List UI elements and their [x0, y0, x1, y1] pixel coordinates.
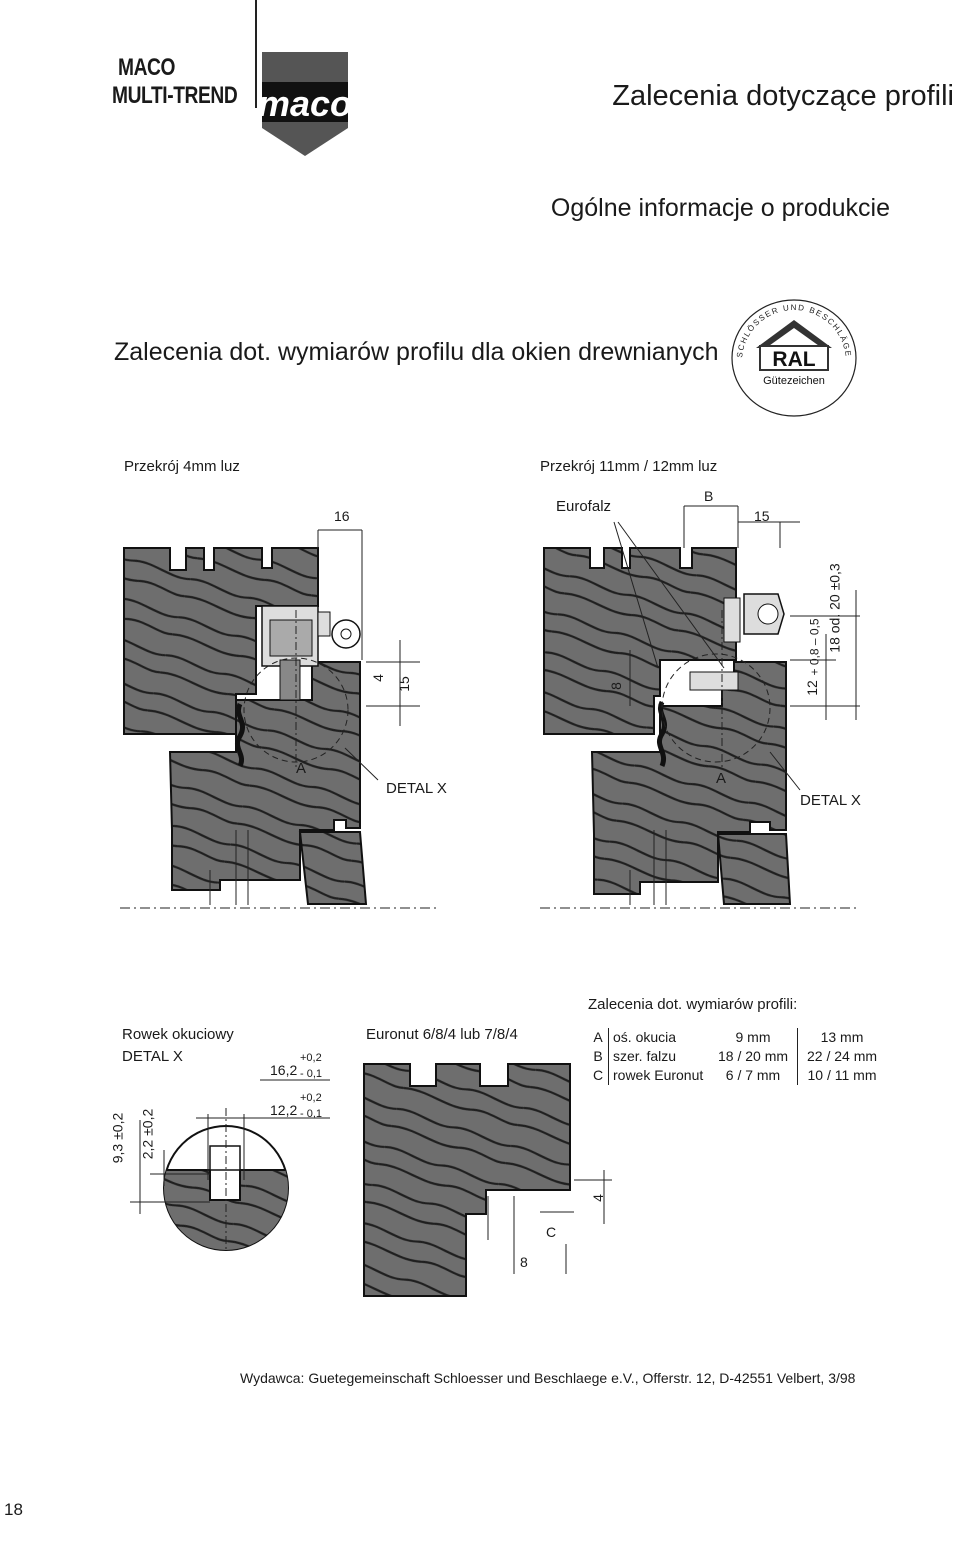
groove-w2: 12,2 [270, 1102, 298, 1118]
table-row: B szer. falzu 18 / 20 mm 22 / 24 mm [588, 1047, 886, 1066]
groove-w2-minus: - 0,1 [300, 1108, 323, 1120]
row-name: rowek Euronut [613, 1067, 704, 1083]
page-subtitle: Ogólne informacje o produkcie [550, 194, 890, 222]
right-section-drawing [540, 505, 860, 909]
left-section-drawing [120, 529, 440, 909]
table-row: A oś. okucia 9 mm 13 mm [588, 1028, 886, 1047]
groove-w1-minus: - 0,1 [300, 1068, 323, 1080]
left-detail-x: DETAL X [386, 780, 447, 797]
technical-drawings [120, 505, 860, 1297]
right-dim-15: 15 [754, 508, 770, 524]
seal-caption: Gütezeichen [763, 375, 825, 387]
euronut-caption: Euronut 6/8/4 lub 7/8/4 [366, 1026, 518, 1043]
table-row: C rowek Euronut 6 / 7 mm 10 / 11 mm [588, 1066, 886, 1085]
euronut-dim-8: 8 [520, 1254, 528, 1270]
row-value-2: 13 mm [820, 1029, 864, 1045]
groove-h2: 2,2 ±0,2 [139, 1108, 156, 1160]
table-title: Zalecenia dot. wymiarów profili: [588, 996, 798, 1013]
brand-line-2: MULTI-TREND [112, 82, 238, 109]
publisher-note: Wydawca: Guetegemeinschaft Schloesser un… [240, 1370, 856, 1386]
row-key: C [588, 1066, 609, 1085]
ral-seal-icon: SCHLÖSSER UND BESCHLÄGE RAL Gütezeichen [731, 299, 857, 417]
seal-mark: RAL [772, 348, 815, 371]
left-dim-15: 15 [395, 676, 412, 692]
section-title: Zalecenia dot. wymiarów profilu dla okie… [114, 338, 719, 366]
right-caption: Przekrój 11mm / 12mm luz [540, 458, 718, 475]
euronut-drawing [363, 1063, 612, 1297]
row-value-1: 18 / 20 mm [709, 1047, 798, 1066]
right-axis-a: A [716, 770, 727, 787]
row-value-2: 22 / 24 mm [806, 1048, 878, 1064]
dimension-table: A oś. okucia 9 mm 13 mm B szer. falzu 18… [588, 1028, 886, 1085]
row-name: szer. falzu [613, 1048, 677, 1064]
right-dim-12: 12 [803, 680, 820, 696]
header-divider [255, 0, 257, 108]
right-dim-8: 8 [607, 682, 624, 690]
right-dim-b: B [704, 488, 714, 504]
brand-line-1: MACO [118, 54, 176, 81]
groove-w2-plus: +0,2 [300, 1092, 322, 1104]
left-dim-16: 16 [334, 508, 350, 524]
right-dim-18-20: 18 od. 20 ±0,3 [826, 563, 843, 653]
right-detail-x: DETAL X [800, 792, 861, 809]
groove-w1: 16,2 [270, 1062, 298, 1078]
logo-text: maco [262, 83, 348, 124]
left-caption: Przekrój 4mm luz [124, 458, 240, 475]
row-key: A [588, 1028, 609, 1047]
row-key: B [588, 1047, 609, 1066]
euronut-dim-4: 4 [589, 1194, 606, 1202]
maco-logo-icon: maco [262, 52, 348, 156]
groove-caption: Rowek okuciowy [122, 1026, 234, 1043]
page-number: 18 [4, 1500, 23, 1519]
groove-w1-plus: +0,2 [300, 1052, 322, 1064]
row-value-1: 6 / 7 mm [709, 1066, 798, 1085]
euronut-dim-c: C [546, 1224, 557, 1240]
groove-h1: 9,3 ±0,2 [109, 1112, 126, 1164]
row-name: oś. okucia [613, 1029, 677, 1045]
left-dim-4: 4 [369, 674, 386, 682]
right-dim-tolerance: + 0,8 – 0,5 [807, 618, 822, 676]
left-axis-a: A [296, 760, 307, 777]
eurofalz-label: Eurofalz [556, 498, 612, 515]
groove-detail-drawing [130, 1079, 330, 1251]
page-title: Zalecenia dotyczące profili [612, 80, 954, 112]
groove-detail-label: DETAL X [122, 1048, 183, 1065]
row-value-1: 9 mm [709, 1028, 798, 1047]
row-value-2: 10 / 11 mm [807, 1067, 877, 1083]
